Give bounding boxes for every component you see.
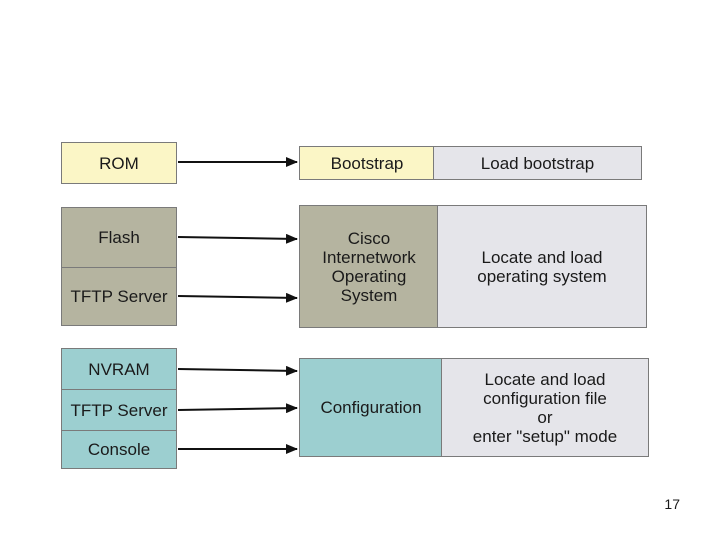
rom-source-box: ROM <box>61 142 177 184</box>
tftp-server-source-label-2: TFTP Server <box>70 400 168 420</box>
ios-target-label: Cisco Internetwork Operating System <box>322 228 416 305</box>
console-source-box: Console <box>61 430 177 469</box>
nvram-source-label: NVRAM <box>88 359 150 379</box>
tftp-server-source-box-1: TFTP Server <box>61 267 177 326</box>
arrow-tftp-to-ios <box>177 292 298 303</box>
arrow-tftp-to-config <box>177 403 298 414</box>
configuration-target-label: Configuration <box>320 398 422 417</box>
load-bootstrap-description-box: Load bootstrap <box>433 146 642 180</box>
load-config-description-box: Locate and load configuration file or en… <box>441 358 649 457</box>
rom-source-label: ROM <box>99 153 139 173</box>
bootstrap-target-box: Bootstrap <box>299 146 435 180</box>
arrow-flash-to-ios <box>177 233 298 244</box>
load-os-description-box: Locate and load operating system <box>437 205 647 328</box>
arrow-nvram-to-config <box>177 365 298 376</box>
load-os-description: Locate and load operating system <box>477 247 607 286</box>
load-bootstrap-description: Load bootstrap <box>480 153 595 173</box>
flash-source-label: Flash <box>98 228 140 247</box>
bootstrap-target-label: Bootstrap <box>330 153 404 173</box>
ios-target-box: Cisco Internetwork Operating System <box>299 205 439 328</box>
nvram-source-box: NVRAM <box>61 348 177 390</box>
flash-source-box: Flash <box>61 207 177 268</box>
configuration-target-box: Configuration <box>299 358 443 457</box>
load-config-description: Locate and load configuration file or en… <box>472 369 618 446</box>
tftp-server-source-box-2: TFTP Server <box>61 389 177 431</box>
page-number: 17 <box>664 496 680 512</box>
tftp-server-source-label-1: TFTP Server <box>70 287 168 306</box>
console-source-label: Console <box>87 440 151 459</box>
